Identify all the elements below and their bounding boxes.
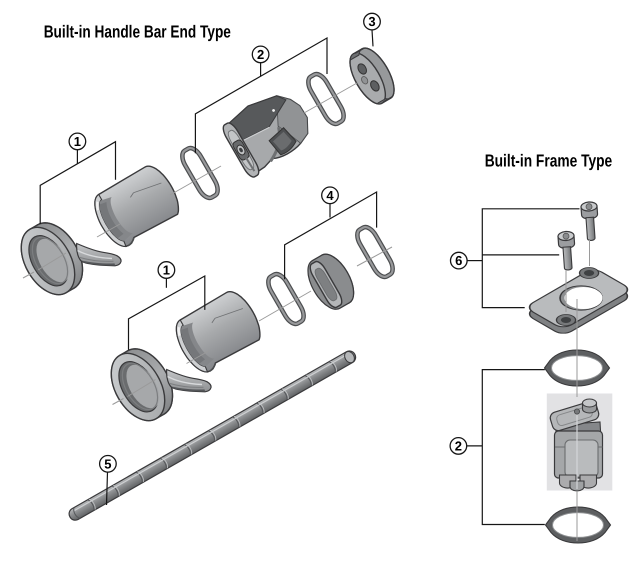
svg-text:Built-in Frame Type: Built-in Frame Type bbox=[485, 150, 613, 170]
svg-text:4: 4 bbox=[326, 188, 334, 203]
svg-text:1: 1 bbox=[74, 134, 81, 149]
svg-text:3: 3 bbox=[368, 14, 375, 29]
svg-text:6: 6 bbox=[455, 253, 462, 268]
svg-text:2: 2 bbox=[455, 439, 462, 454]
svg-text:2: 2 bbox=[257, 47, 264, 62]
svg-text:Built-in Handle Bar End Type: Built-in Handle Bar End Type bbox=[44, 21, 231, 41]
svg-text:5: 5 bbox=[104, 456, 111, 471]
svg-text:1: 1 bbox=[163, 263, 170, 278]
